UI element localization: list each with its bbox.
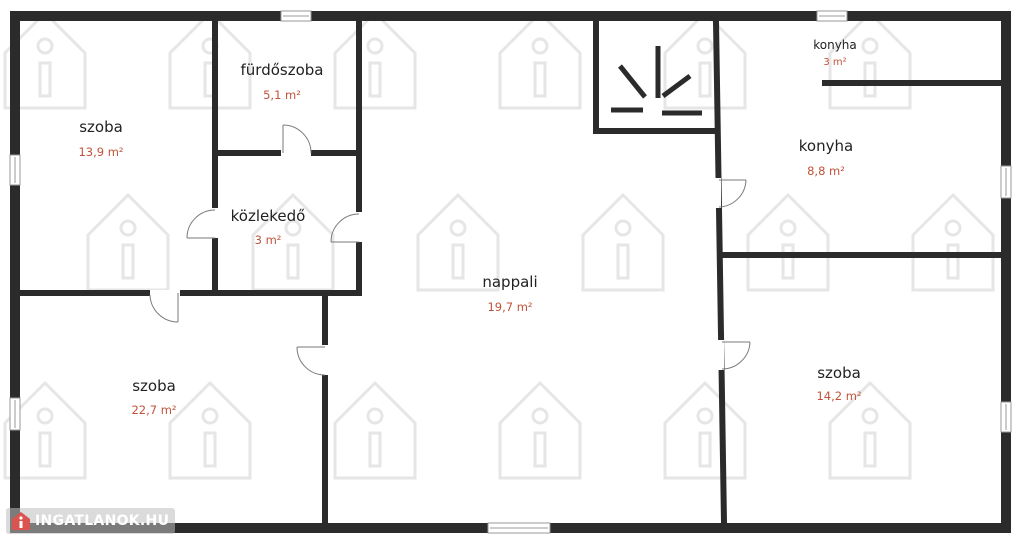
- watermark-house-icon: [416, 192, 500, 292]
- room-name-szoba-2: szoba: [132, 377, 176, 395]
- room-name-konyha: konyha: [799, 137, 853, 155]
- watermark-house-icon: [333, 10, 417, 110]
- watermark-house-icon: [663, 380, 747, 480]
- watermark-house-icon: [251, 192, 335, 292]
- watermark-house-icon: [746, 192, 830, 292]
- room-area-konyha-small: 3 m²: [823, 57, 846, 68]
- room-area-nappali: 19,7 m²: [487, 300, 532, 314]
- outer-walls: [10, 11, 1011, 533]
- room-name-kozlekedo: közlekedő: [231, 207, 306, 225]
- room-area-szoba-2: 22,7 m²: [131, 403, 176, 417]
- watermark-house-icon: [828, 380, 912, 480]
- chimney-symbol: [611, 46, 702, 116]
- watermark-house-icon: [168, 380, 252, 480]
- room-area-furdoszoba: 5,1 m²: [263, 88, 301, 102]
- room-area-szoba-1: 13,9 m²: [78, 145, 123, 159]
- watermark-house-icon: [3, 380, 87, 480]
- watermark-house-icon: [498, 10, 582, 110]
- watermark-house-icon: [663, 10, 747, 110]
- doors: [149, 124, 751, 376]
- room-name-nappali: nappali: [482, 273, 537, 291]
- watermark-text: INGATLANOK.HU: [35, 513, 170, 529]
- watermark-house-icon: [581, 192, 665, 292]
- watermark-house-icon: [911, 192, 995, 292]
- room-labels: szoba 13,9 m² fürdőszoba 5,1 m² közleked…: [78, 38, 861, 417]
- room-name-szoba-1: szoba: [79, 118, 123, 136]
- windows: [9, 10, 1012, 534]
- ingatlanok-logo: INGATLANOK.HU: [6, 508, 176, 534]
- house-logo-icon: [12, 512, 30, 530]
- room-area-konyha: 8,8 m²: [807, 164, 845, 178]
- watermark-house-icon: [86, 192, 170, 292]
- room-name-szoba-3: szoba: [817, 364, 861, 382]
- watermark-house-icon: [333, 380, 417, 480]
- interior-walls: [17, 17, 1004, 527]
- room-name-konyha-small: konyha: [813, 38, 857, 52]
- room-area-szoba-3: 14,2 m²: [816, 389, 861, 403]
- watermark-house-icon: [168, 10, 252, 110]
- room-name-furdoszoba: fürdőszoba: [241, 61, 324, 79]
- room-area-kozlekedo: 3 m²: [255, 233, 282, 247]
- watermark-house-icon: [498, 380, 582, 480]
